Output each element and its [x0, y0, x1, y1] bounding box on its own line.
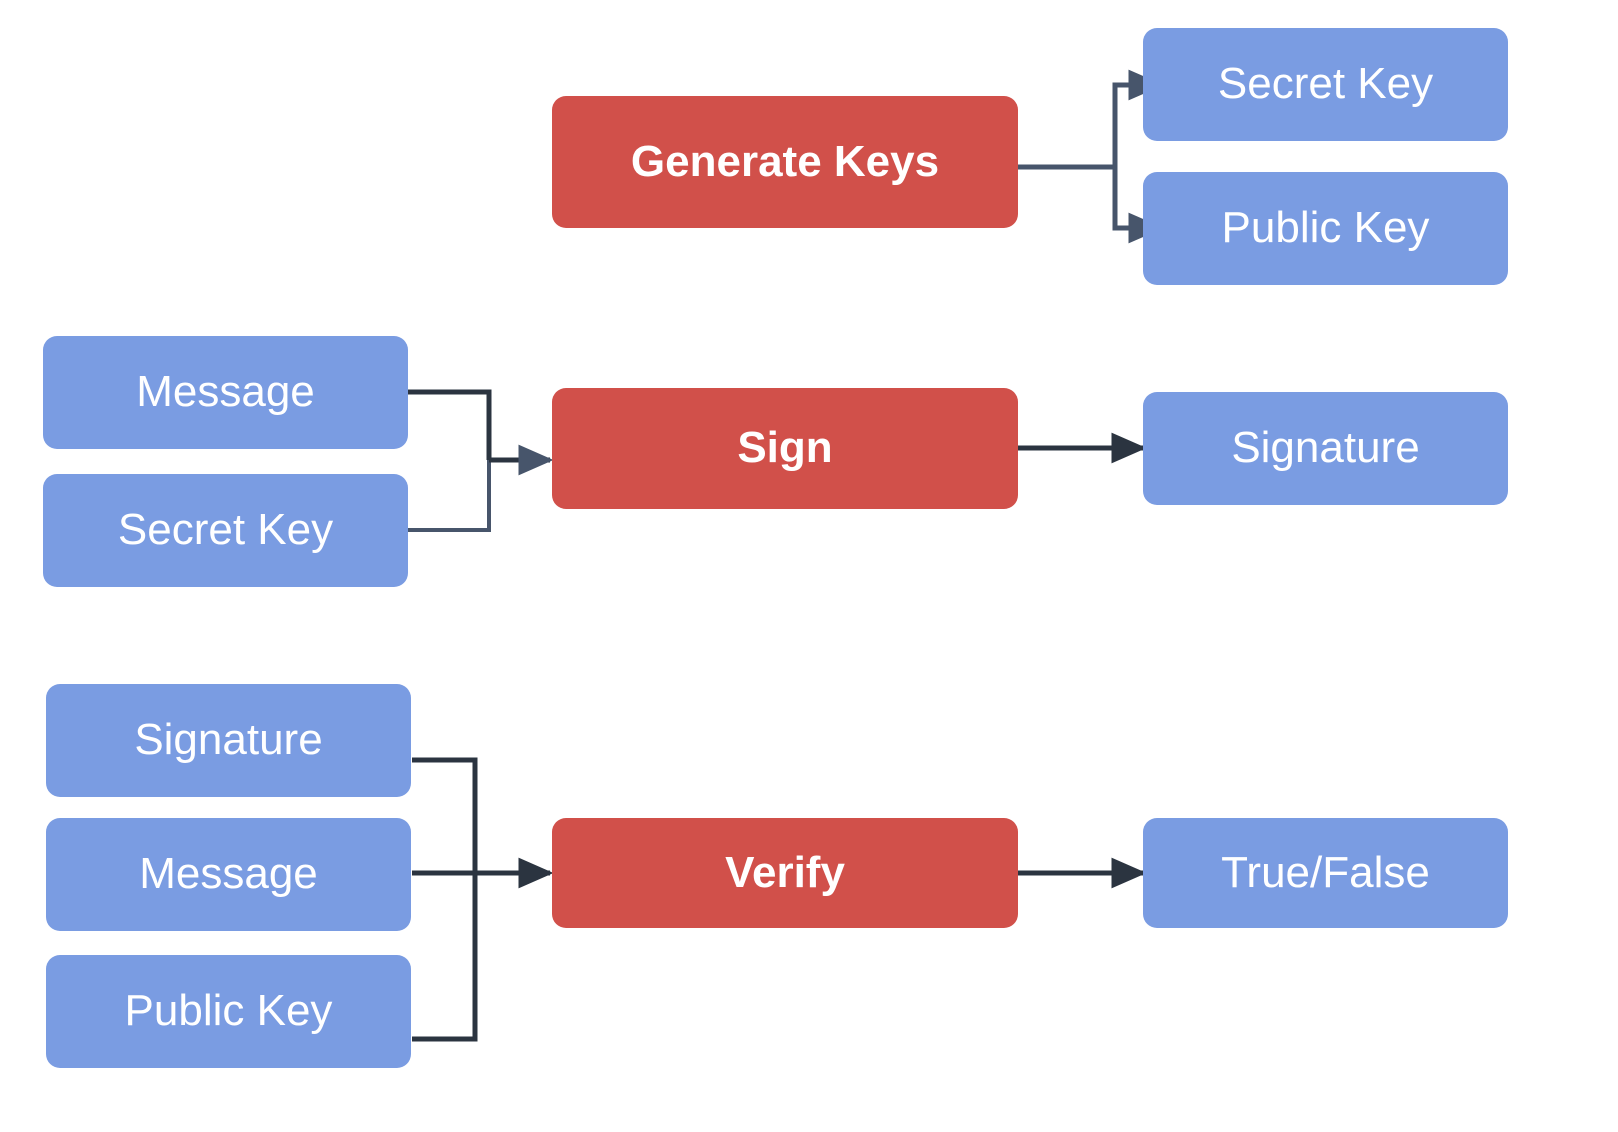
node-generate-keys[interactable]: Generate Keys: [552, 96, 1018, 228]
node-message-verify-input-label: Message: [139, 849, 318, 899]
node-secret-key-output-label: Secret Key: [1217, 59, 1434, 109]
edge-signature-to-verify: [412, 757, 478, 873]
node-verify-label: Verify: [725, 847, 845, 897]
edge-secret-key-to-sign: [408, 460, 491, 532]
node-sign-label: Sign: [737, 423, 833, 473]
edge-public-key-to-verify: [412, 873, 478, 1042]
node-public-key-verify-input[interactable]: Public Key: [46, 955, 411, 1068]
node-secret-key-output[interactable]: Secret Key: [1143, 28, 1508, 141]
edge-message-to-sign: [408, 389, 492, 460]
node-sign[interactable]: Sign: [552, 388, 1018, 509]
node-signature-verify-input[interactable]: Signature: [46, 684, 411, 797]
node-public-key-output[interactable]: Public Key: [1143, 172, 1508, 285]
node-secret-key-sign-input[interactable]: Secret Key: [43, 474, 408, 587]
node-true-false-output-label: True/False: [1221, 847, 1430, 897]
edge-generate-keys-to-secret-key: [1018, 69, 1164, 170]
node-signature-verify-input-label: Signature: [134, 715, 323, 765]
node-generate-keys-label: Generate Keys: [630, 136, 940, 186]
node-public-key-verify-input-label: Public Key: [124, 986, 333, 1036]
node-message-sign-input-label: Message: [136, 367, 315, 417]
node-message-sign-input[interactable]: Message: [43, 336, 408, 449]
node-secret-key-sign-input-label: Secret Key: [117, 505, 334, 555]
node-signature-output[interactable]: Signature: [1143, 392, 1508, 505]
node-message-verify-input[interactable]: Message: [46, 818, 411, 931]
node-signature-output-label: Signature: [1231, 423, 1420, 473]
node-true-false-output[interactable]: True/False: [1143, 818, 1508, 928]
node-verify[interactable]: Verify: [552, 818, 1018, 928]
node-public-key-output-label: Public Key: [1221, 203, 1430, 253]
